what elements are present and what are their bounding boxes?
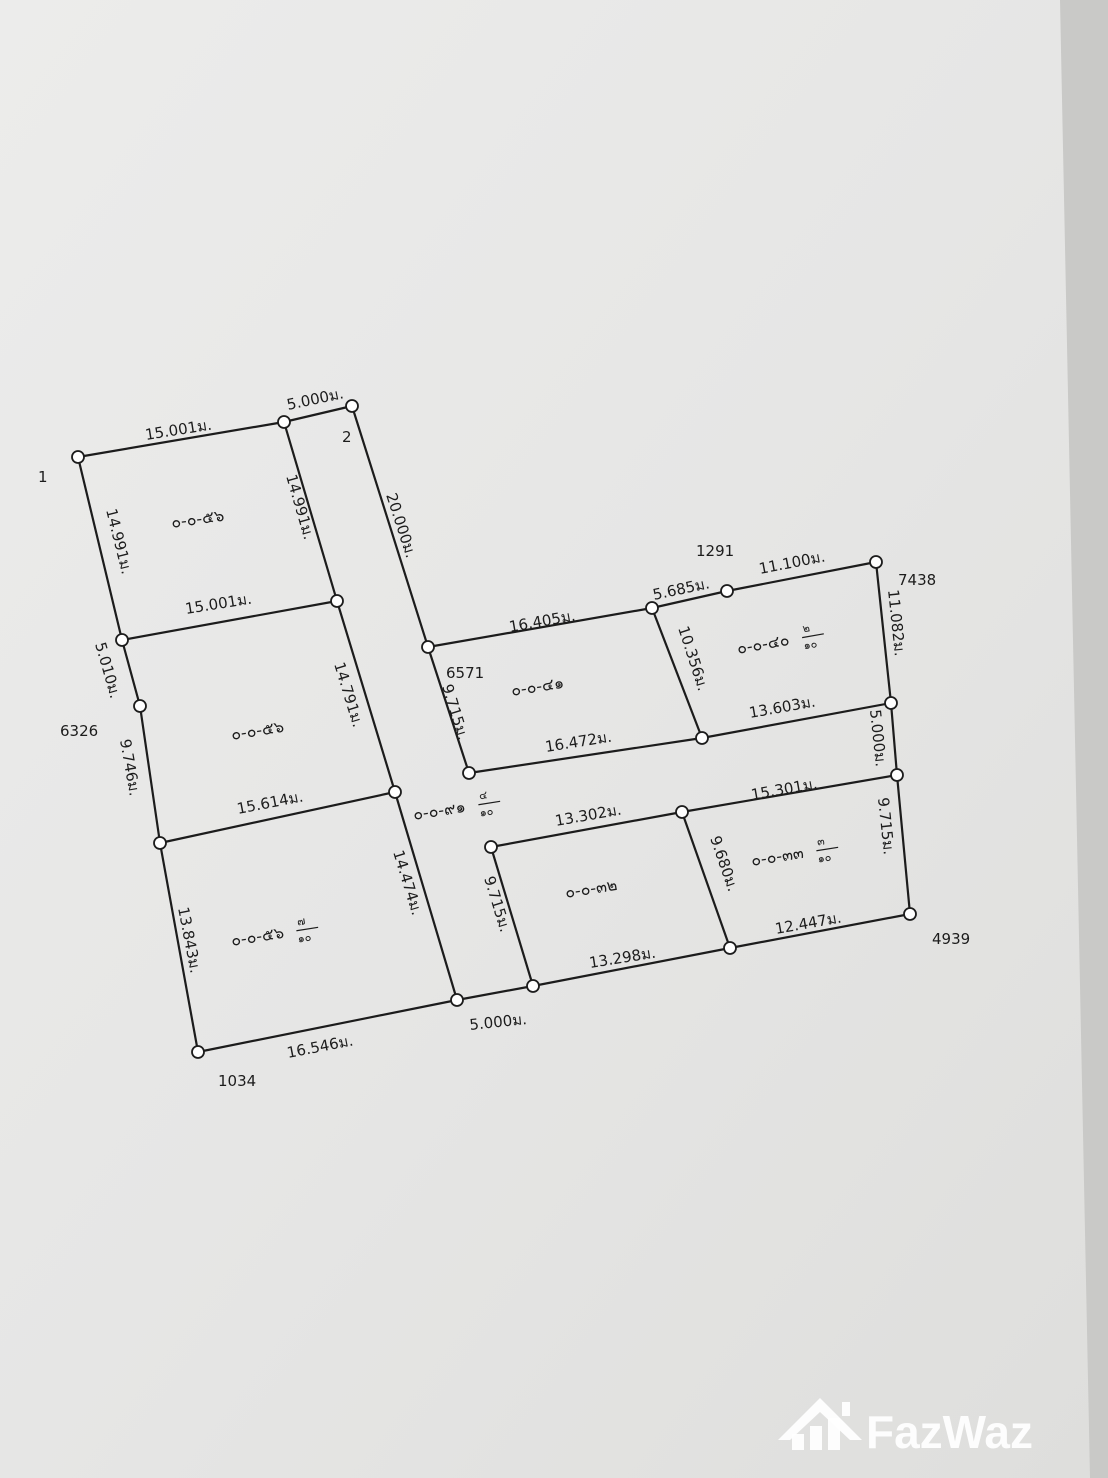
boundary-upper-right xyxy=(874,561,912,915)
marker xyxy=(645,601,659,615)
fraction-bar xyxy=(802,633,824,639)
marker xyxy=(720,584,734,598)
area-fraction-denominator: ๑๐ xyxy=(479,805,495,820)
vertex-label: 1 xyxy=(38,468,48,486)
fazwaz-watermark: FazWaz xyxy=(778,1398,1033,1458)
area-fraction-numerator: ๗ xyxy=(296,914,306,928)
vertex-label: 6571 xyxy=(446,664,484,682)
marker xyxy=(675,805,689,819)
boundary-divider-1 xyxy=(282,421,339,602)
marker xyxy=(115,633,129,647)
fraction-bar xyxy=(478,800,501,806)
marker xyxy=(723,941,737,955)
area-fraction-denominator: ๑๐ xyxy=(802,637,818,652)
marker xyxy=(884,696,898,710)
marker xyxy=(277,415,291,429)
area-fraction-denominator: ๑๐ xyxy=(297,931,313,946)
house-logo-icon xyxy=(778,1398,862,1450)
boundary-divider-2 xyxy=(121,599,338,642)
vertex-label: 1291 xyxy=(696,542,734,560)
vertex-label: 6326 xyxy=(60,722,98,740)
marker xyxy=(462,766,476,780)
vertex-labels: 1 2 1291 7438 6571 6326 4939 1034 xyxy=(38,428,970,1090)
marker xyxy=(695,731,709,745)
measurement-label: 9.715ม. xyxy=(874,797,898,856)
fraction-bar xyxy=(296,926,319,932)
marker xyxy=(526,979,540,993)
marker xyxy=(450,993,464,1007)
marker xyxy=(191,1045,205,1059)
marker xyxy=(421,640,435,654)
boundary-lower-divider xyxy=(680,811,732,949)
vertex-label: 7438 xyxy=(898,571,936,589)
fraction-bar xyxy=(816,846,839,852)
marker xyxy=(133,699,147,713)
marker xyxy=(484,840,498,854)
marker xyxy=(330,594,344,608)
boundary-road-inner xyxy=(489,846,535,987)
boundary-divider-4 xyxy=(159,790,396,845)
marker xyxy=(71,450,85,464)
area-fraction-denominator: ๑๐ xyxy=(817,851,833,866)
measurement-label: 5.000ม. xyxy=(866,709,890,768)
vertex-label: 4939 xyxy=(932,930,970,948)
survey-markers xyxy=(71,399,917,1059)
area-fraction-numerator: ๓ xyxy=(816,834,825,848)
vertex-label: 2 xyxy=(342,428,352,446)
measurement-label: 5.000ม. xyxy=(469,1010,528,1034)
area-fraction-numerator: ๔ xyxy=(478,788,488,802)
marker xyxy=(388,785,402,799)
area-fraction-numerator: ๒ xyxy=(801,621,810,635)
vertex-label: 1034 xyxy=(218,1072,256,1090)
boundary-upper-top xyxy=(427,560,877,649)
marker xyxy=(903,907,917,921)
marker xyxy=(890,768,904,782)
marker xyxy=(345,399,359,413)
marker xyxy=(869,555,883,569)
watermark-text: FazWaz xyxy=(866,1406,1033,1458)
paper-shadow-edge xyxy=(1060,0,1108,1478)
marker xyxy=(153,836,167,850)
boundary-upper-divider xyxy=(650,607,704,739)
